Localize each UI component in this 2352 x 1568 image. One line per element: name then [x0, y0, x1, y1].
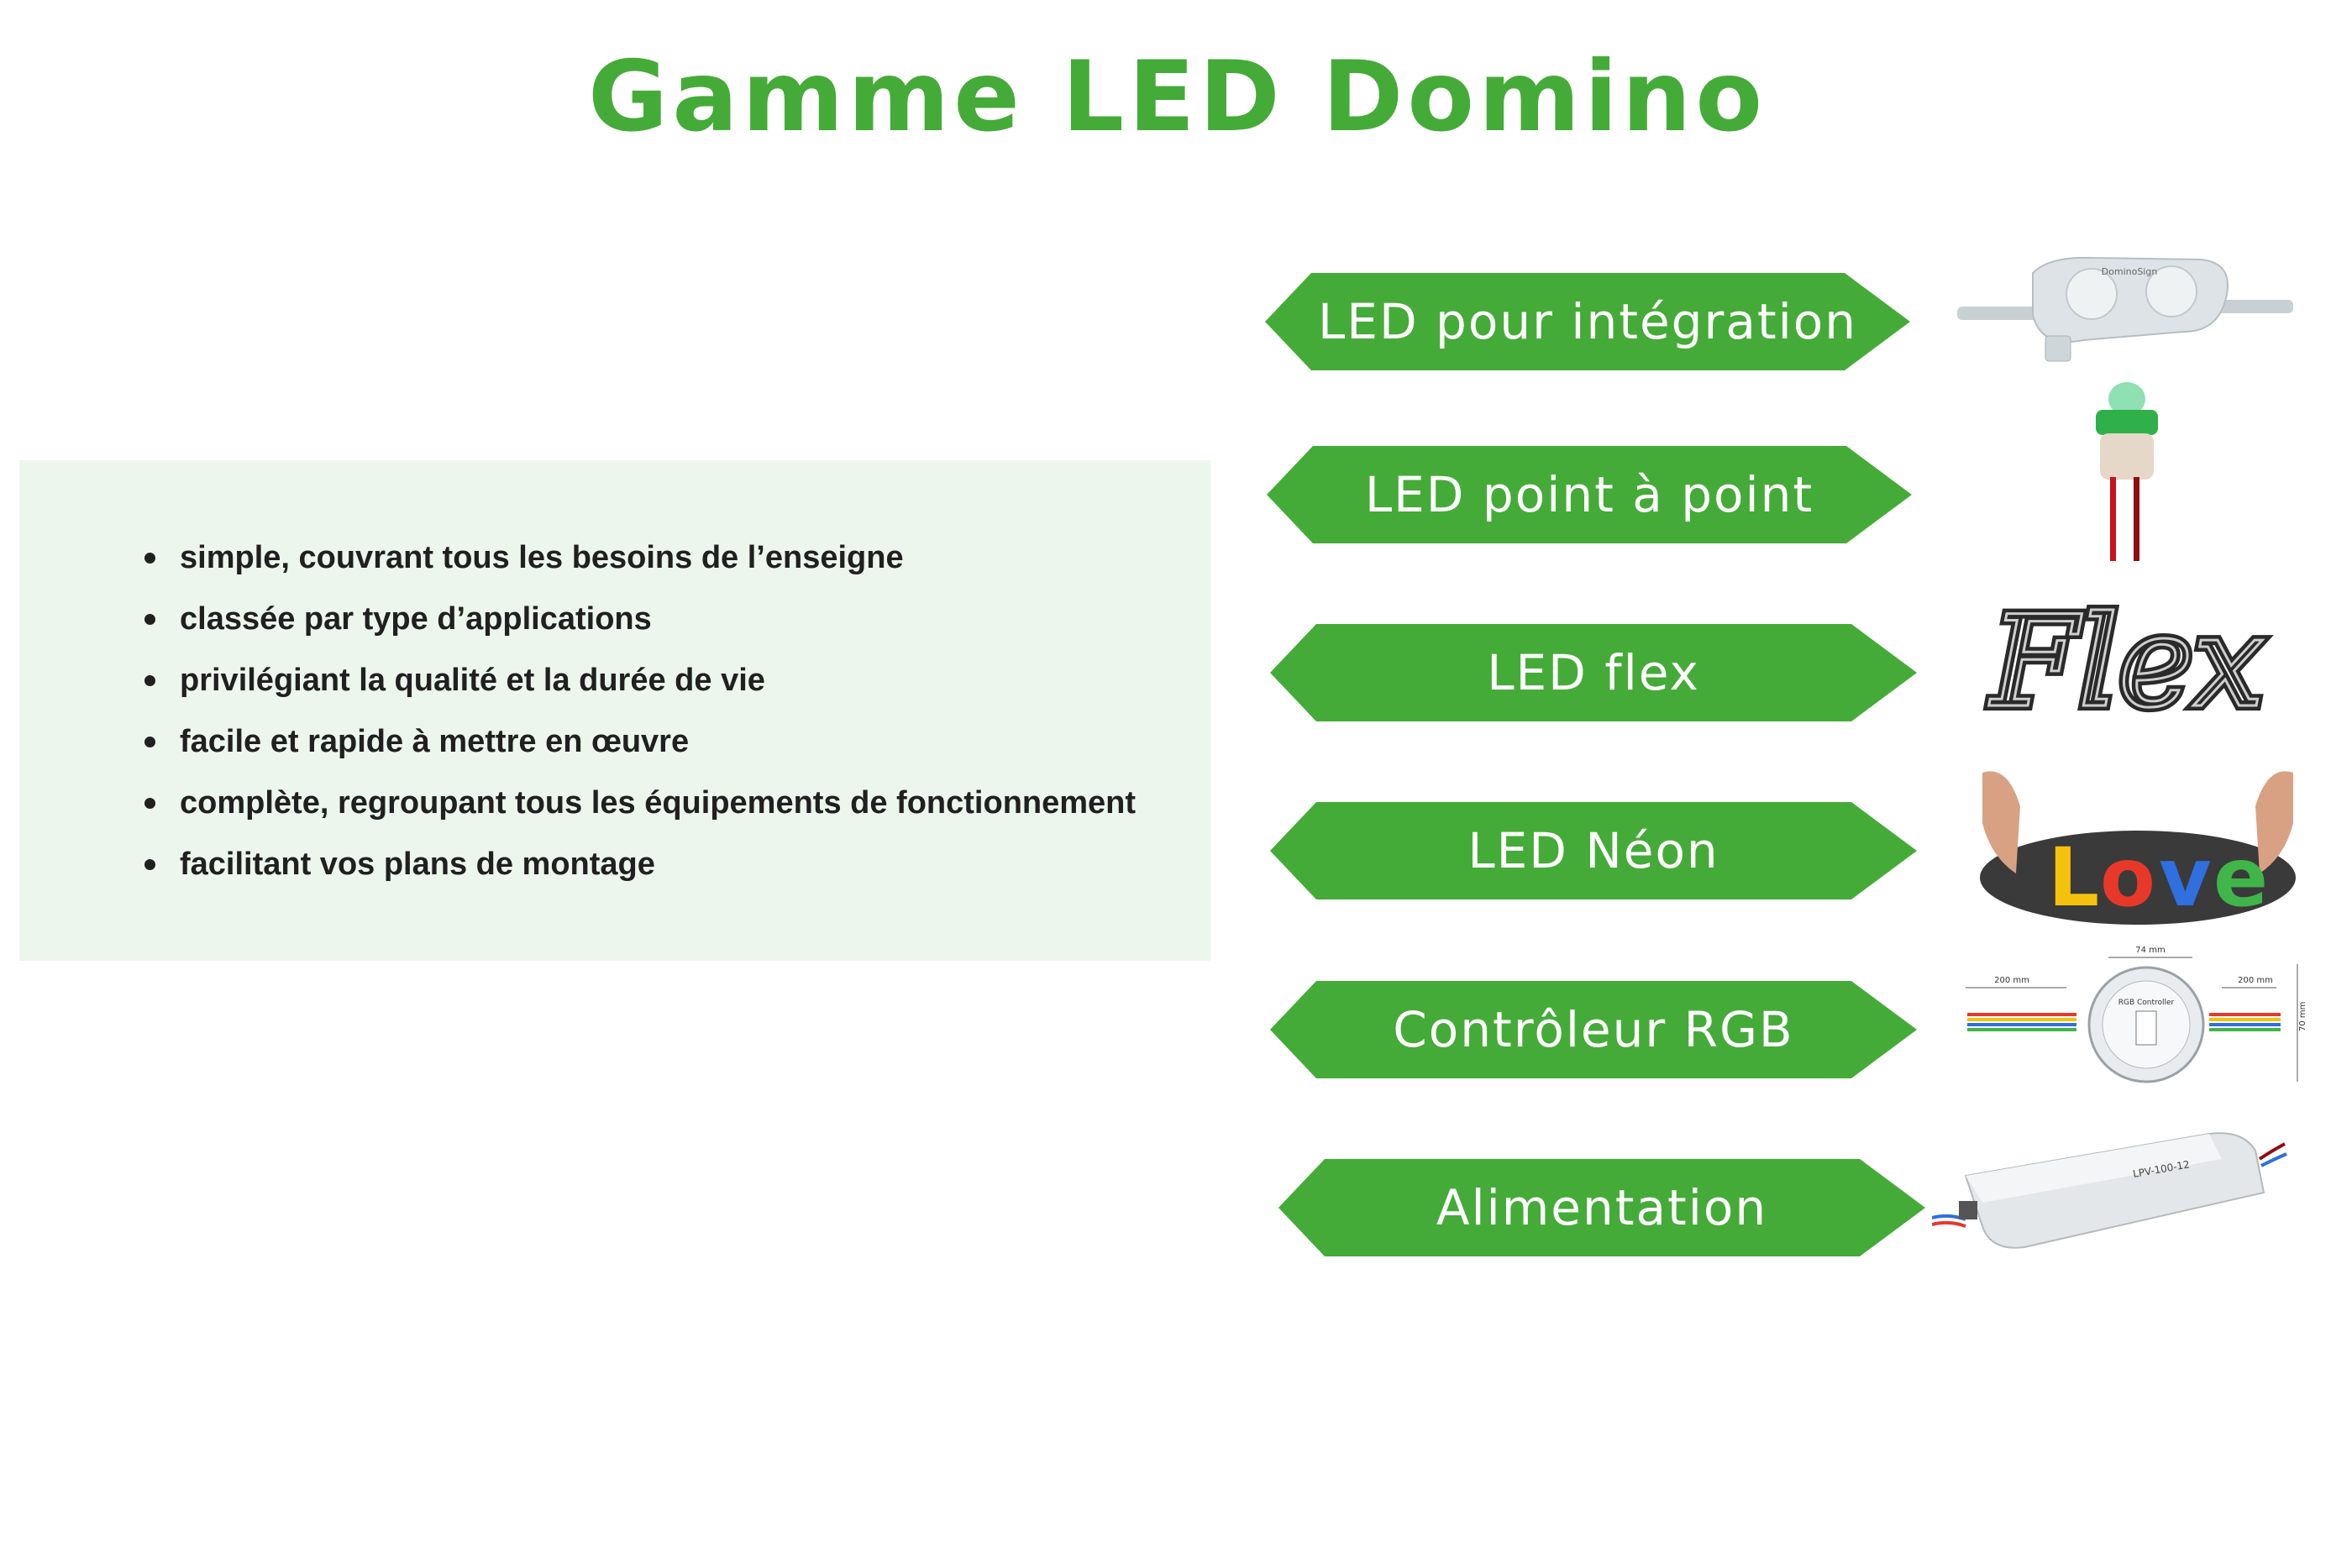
controller-cable-right-label: 200 mm: [2238, 976, 2273, 985]
feature-item: privilégiant la qualité et la durée de v…: [134, 657, 1136, 718]
feature-item: facile et rapide à mettre en œuvre: [134, 718, 1136, 779]
led-module-icon: DominoSign: [1957, 256, 2293, 362]
neon-letter: v: [2159, 831, 2212, 925]
bullet-icon: [144, 614, 155, 625]
bullet-icon: [144, 553, 155, 564]
feature-item: facilitant vos plans de montage: [134, 841, 1136, 902]
bullet-icon: [144, 798, 155, 809]
svg-text:Flex: Flex: [1988, 590, 2264, 731]
page-title: Gamme LED Domino: [588, 40, 1767, 154]
features-panel: [19, 460, 1210, 961]
flex-neon-icon: Flex Flex: [1983, 585, 2269, 731]
neon-letter: L: [2048, 831, 2099, 925]
neon-letter: o: [2100, 831, 2155, 925]
neon-letter: e: [2213, 831, 2268, 925]
bullet-icon: [144, 675, 155, 686]
product-tag-power-supply[interactable]: Alimentation: [1278, 1159, 1925, 1256]
pixel-led-icon: [2096, 382, 2158, 561]
features-list: simple, couvrant tous les besoins de l’e…: [134, 534, 1136, 902]
rgb-controller-diagram-icon: 74 mm 200 mm 200 mm RGB Controller 70 mm: [1966, 946, 2307, 1083]
product-tag-led-neon[interactable]: LED Néon: [1270, 802, 1917, 899]
controller-width-label: 74 mm: [2135, 946, 2165, 955]
bullet-icon: [144, 859, 155, 870]
controller-height-label: 70 mm: [2298, 1002, 2307, 1031]
flex-text: Flex: [1988, 590, 2264, 731]
controller-cable-left-label: 200 mm: [1994, 976, 2029, 985]
power-supply-icon: LPV-100-12: [1932, 1132, 2287, 1249]
feature-item: classée par type d’applications: [134, 595, 1136, 657]
feature-item: complète, regroupant tous les équipement…: [134, 779, 1136, 841]
product-tag-led-integration[interactable]: LED pour intégration: [1265, 273, 1910, 370]
product-tag-led-point[interactable]: LED point à point: [1267, 446, 1912, 543]
controller-title-label: RGB Controller: [2118, 999, 2175, 1007]
neon-love-sign-icon: L o v e: [1980, 771, 2296, 925]
module-brand-label: DominoSign: [2102, 266, 2158, 277]
product-tag-led-flex[interactable]: LED flex: [1270, 624, 1917, 721]
bullet-icon: [144, 737, 155, 747]
feature-item: simple, couvrant tous les besoins de l’e…: [134, 534, 1136, 595]
product-tag-rgb-controller[interactable]: Contrôleur RGB: [1270, 981, 1917, 1078]
